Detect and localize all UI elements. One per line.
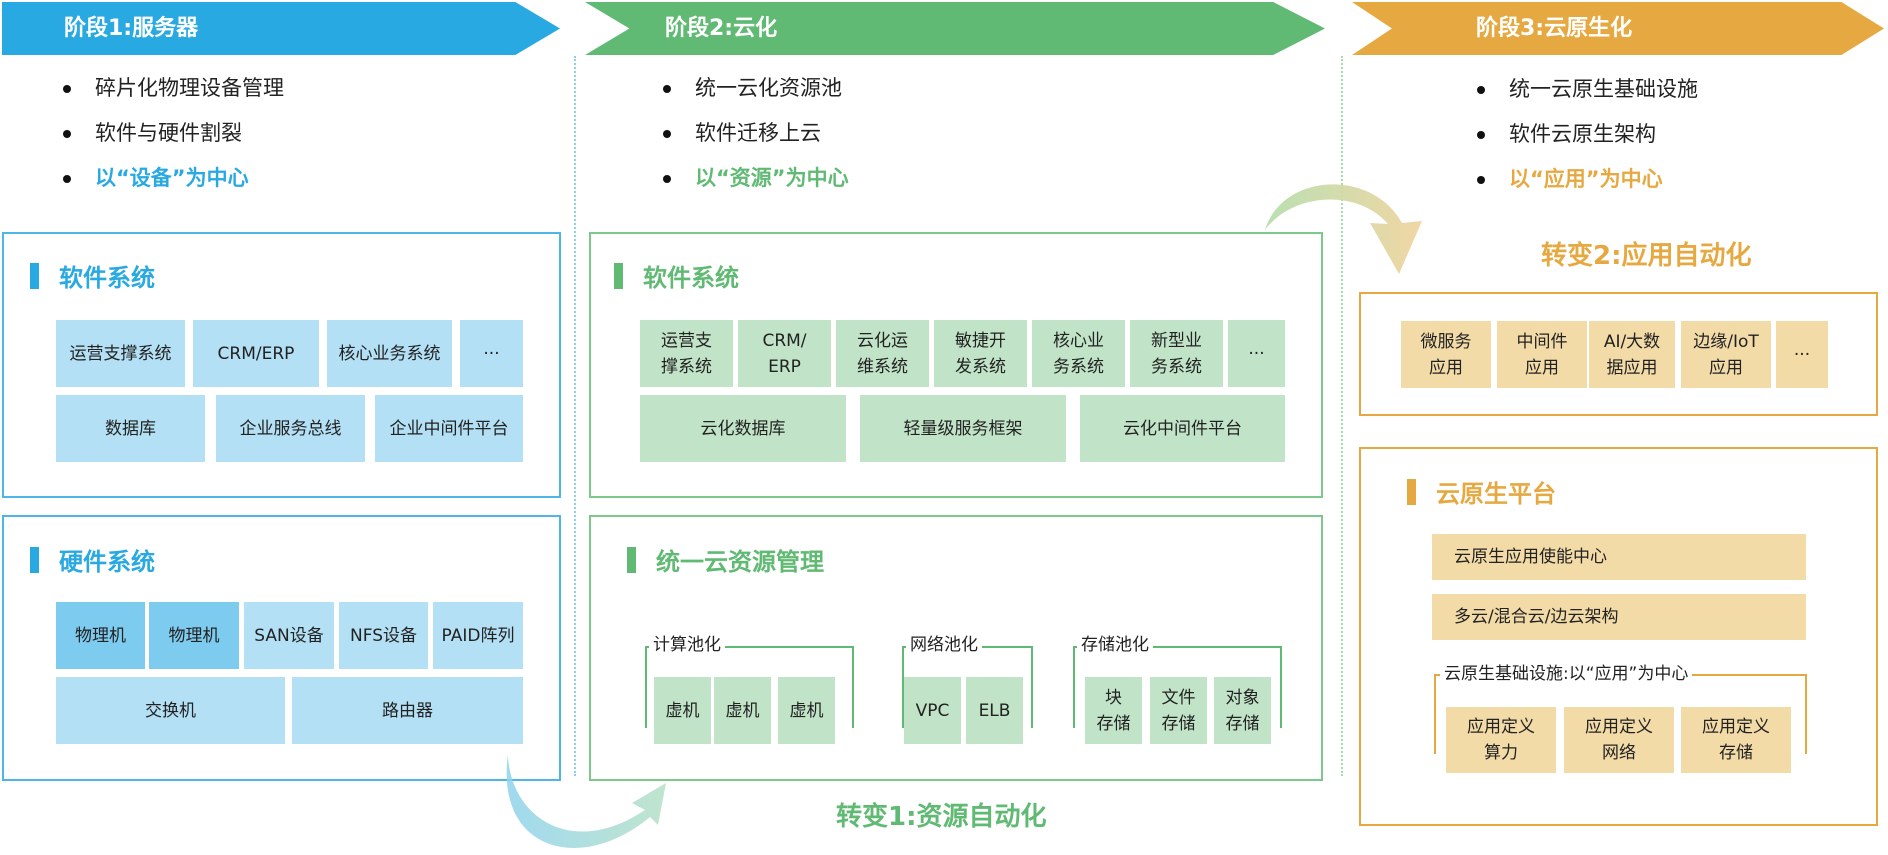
pool-item: 虚机 <box>714 677 771 744</box>
software-item: 敏捷开 发系统 <box>934 320 1027 387</box>
pool-label: 网络池化 <box>906 634 982 656</box>
hardware-item: PAID阵列 <box>433 602 523 669</box>
pool-label: 存储池化 <box>1077 634 1153 656</box>
transition2-label: 转变2:应用自动化 <box>1541 241 1752 271</box>
stage-divider-2 <box>1341 56 1343 776</box>
bullet-highlight: 以“应用”为中心 <box>1477 157 1698 202</box>
panel-title-text: 软件系统 <box>59 264 155 292</box>
stage2-banner: 阶段2:云化 <box>585 2 1325 55</box>
stage-divider-1 <box>574 56 576 776</box>
software-item: 企业中间件平台 <box>375 395 523 462</box>
infra-item: 应用定义 网络 <box>1564 707 1674 773</box>
pool-item: ELB <box>966 677 1023 744</box>
hardware-item: 交换机 <box>56 677 285 744</box>
software-item: 核心业 务系统 <box>1032 320 1125 387</box>
bullet: 软件云原生架构 <box>1477 112 1698 157</box>
stage3-apps-panel <box>1359 292 1878 416</box>
hardware-item: SAN设备 <box>244 602 334 669</box>
stage2-software-title: 软件系统 <box>614 258 739 293</box>
stage2-bullets: 统一云化资源池 软件迁移上云 以“资源”为中心 <box>663 66 849 201</box>
software-item: 新型业 务系统 <box>1130 320 1223 387</box>
stage1-title: 阶段1:服务器 <box>64 16 199 41</box>
app-item: AI/大数 据应用 <box>1589 321 1675 388</box>
software-item: CRM/ERP <box>193 320 319 387</box>
title-bar-icon <box>30 262 39 289</box>
stage3-platform-title: 云原生平台 <box>1407 474 1556 509</box>
transition1-arrow-icon <box>506 755 666 848</box>
pool-bracket <box>645 646 854 728</box>
bullet-highlight: 以“资源”为中心 <box>663 156 849 201</box>
hardware-item: 物理机 <box>149 602 239 669</box>
software-item: 轻量级服务框架 <box>860 395 1066 462</box>
stage3-bullets: 统一云原生基础设施 软件云原生架构 以“应用”为中心 <box>1477 67 1698 202</box>
stage1-hardware-panel <box>2 515 561 781</box>
title-bar-icon <box>614 262 623 289</box>
bullet: 统一云原生基础设施 <box>1477 67 1698 112</box>
stage1-hardware-title: 硬件系统 <box>30 542 155 577</box>
app-item: 微服务 应用 <box>1401 321 1491 388</box>
pool-item: 文件 存储 <box>1150 677 1207 744</box>
platform-row: 多云/混合云/边云架构 <box>1432 594 1806 640</box>
infra-item: 应用定义 算力 <box>1446 707 1556 773</box>
panel-title-text: 软件系统 <box>643 264 739 292</box>
stage2-resource-panel <box>589 515 1323 781</box>
transition2-arrow-icon <box>1265 184 1422 274</box>
bullet: 统一云化资源池 <box>663 66 849 111</box>
app-item: 边缘/IoT 应用 <box>1681 321 1771 388</box>
stage1-bullets: 碎片化物理设备管理 软件与硬件割裂 以“设备”为中心 <box>63 66 284 201</box>
software-item: 运营支 撑系统 <box>640 320 733 387</box>
stage3-banner: 阶段3:云原生化 <box>1352 2 1884 55</box>
software-item: 企业服务总线 <box>216 395 365 462</box>
pool-item: 对象 存储 <box>1214 677 1271 744</box>
pool-label: 计算池化 <box>649 634 725 656</box>
infra-label: 云原生基础设施:以“应用”为中心 <box>1440 663 1693 685</box>
hardware-item: 物理机 <box>56 602 145 669</box>
software-item-more: ··· <box>1228 320 1285 387</box>
stage1-software-panel <box>2 232 561 498</box>
bullet: 软件与硬件割裂 <box>63 111 284 156</box>
stage3-platform-panel <box>1359 447 1878 826</box>
software-item: 云化数据库 <box>640 395 846 462</box>
software-item: 云化中间件平台 <box>1080 395 1285 462</box>
platform-row: 云原生应用使能中心 <box>1432 534 1806 580</box>
app-item-more: ··· <box>1776 321 1828 388</box>
software-item: 云化运 维系统 <box>836 320 929 387</box>
app-item: 中间件 应用 <box>1497 321 1587 388</box>
stage1-banner: 阶段1:服务器 <box>2 2 560 55</box>
pool-bracket <box>1073 646 1282 728</box>
software-item: 运营支撑系统 <box>56 320 185 387</box>
bullet: 软件迁移上云 <box>663 111 849 156</box>
transition1-label: 转变1:资源自动化 <box>836 802 1047 832</box>
hardware-item: NFS设备 <box>339 602 428 669</box>
pool-item: 块 存储 <box>1085 677 1142 744</box>
software-item: CRM/ ERP <box>738 320 831 387</box>
pool-item: 虚机 <box>654 677 711 744</box>
stage3-title: 阶段3:云原生化 <box>1476 16 1633 41</box>
title-bar-icon <box>30 546 39 573</box>
stage2-title: 阶段2:云化 <box>665 16 778 41</box>
panel-title-text: 云原生平台 <box>1436 480 1556 508</box>
stage2-software-panel <box>589 232 1323 498</box>
title-bar-icon <box>627 546 636 573</box>
title-bar-icon <box>1407 478 1416 505</box>
bullet: 碎片化物理设备管理 <box>63 66 284 111</box>
software-item: 核心业务系统 <box>327 320 452 387</box>
stage1-software-title: 软件系统 <box>30 258 155 293</box>
pool-item: VPC <box>904 677 961 744</box>
stage2-resource-title: 统一云资源管理 <box>627 542 824 577</box>
pool-item: 虚机 <box>778 677 835 744</box>
software-item: 数据库 <box>56 395 205 462</box>
software-item-more: ··· <box>460 320 523 387</box>
infra-item: 应用定义 存储 <box>1681 707 1791 773</box>
panel-title-text: 统一云资源管理 <box>656 548 824 576</box>
hardware-item: 路由器 <box>292 677 523 744</box>
bullet-highlight: 以“设备”为中心 <box>63 156 284 201</box>
panel-title-text: 硬件系统 <box>59 548 155 576</box>
